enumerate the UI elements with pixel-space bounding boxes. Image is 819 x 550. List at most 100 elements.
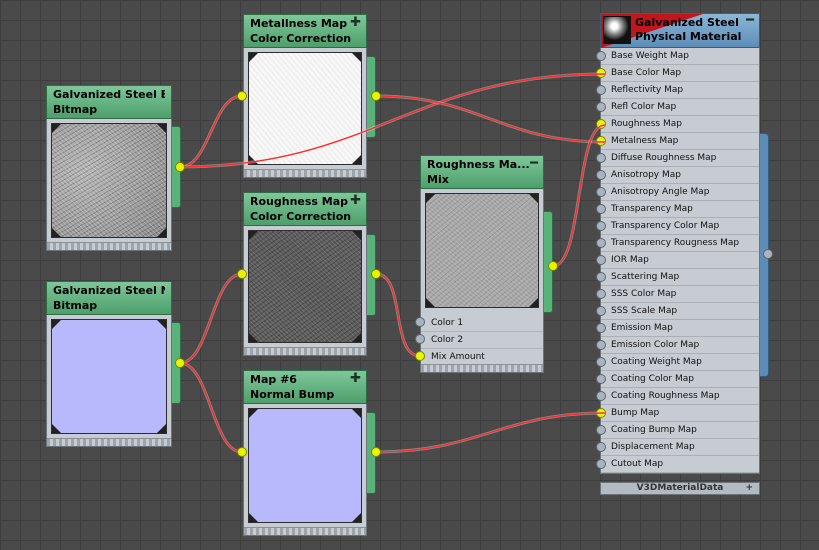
node-body bbox=[46, 119, 172, 251]
node-header[interactable]: Metallness Map Color Correction ✚ bbox=[243, 14, 367, 48]
node-header[interactable]: Galvanized Steel B... Bitmap bbox=[46, 85, 172, 119]
normal-bump-node[interactable]: Map #6 Normal Bump ✚ bbox=[243, 370, 367, 536]
input-label: Color 2 bbox=[431, 335, 464, 345]
slot-input-socket[interactable] bbox=[596, 119, 606, 129]
material-slot[interactable]: Anisotropy Map bbox=[596, 167, 759, 184]
expand-icon[interactable]: ✚ bbox=[350, 371, 361, 386]
slot-label: Anisotropy Map bbox=[611, 170, 681, 180]
material-slot[interactable]: Refl Color Map bbox=[596, 99, 759, 116]
material-slot[interactable]: Emission Color Map bbox=[596, 337, 759, 354]
input-socket[interactable] bbox=[415, 351, 425, 361]
material-slot[interactable]: Coating Bump Map bbox=[596, 422, 759, 439]
material-slot[interactable]: SSS Scale Map bbox=[596, 303, 759, 320]
slot-input-socket[interactable] bbox=[596, 408, 606, 418]
output-socket[interactable] bbox=[175, 162, 185, 172]
material-slot[interactable]: Metalness Map bbox=[596, 133, 759, 150]
material-header[interactable]: Galvanized Steel Physical Material ━ bbox=[600, 13, 760, 48]
mix-input-color-2[interactable]: Color 2 bbox=[421, 332, 543, 349]
material-slot[interactable]: Coating Roughness Map bbox=[596, 388, 759, 405]
expand-icon[interactable]: ✚ bbox=[350, 15, 361, 30]
input-socket[interactable] bbox=[237, 91, 247, 101]
output-socket[interactable] bbox=[371, 269, 381, 279]
material-slot[interactable]: Transparency Color Map bbox=[596, 218, 759, 235]
output-socket[interactable] bbox=[548, 261, 558, 271]
material-footer[interactable]: V3DMaterialData + bbox=[600, 482, 760, 495]
slot-input-socket[interactable] bbox=[596, 289, 606, 299]
slot-input-socket[interactable] bbox=[596, 391, 606, 401]
input-socket[interactable] bbox=[237, 447, 247, 457]
bitmap-base-color-node[interactable]: Galvanized Steel B... Bitmap bbox=[46, 85, 172, 251]
material-slot[interactable]: Base Color Map bbox=[596, 65, 759, 82]
material-slot[interactable]: IOR Map bbox=[596, 252, 759, 269]
slot-input-socket[interactable] bbox=[596, 272, 606, 282]
material-slot[interactable]: Coating Color Map bbox=[596, 371, 759, 388]
material-slot[interactable]: Transparency Rougness Map bbox=[596, 235, 759, 252]
collapse-icon[interactable]: ━ bbox=[746, 13, 754, 28]
physical-material-node[interactable]: Galvanized Steel Physical Material ━ Bas… bbox=[596, 13, 760, 495]
roughness-mix-node[interactable]: Roughness Ma... Mix ━ Color 1 Color 2 Mi… bbox=[420, 155, 544, 373]
material-slot[interactable]: Roughness Map bbox=[596, 116, 759, 133]
wire[interactable] bbox=[179, 362, 243, 453]
metalness-color-correction-node[interactable]: Metallness Map Color Correction ✚ bbox=[243, 14, 367, 178]
output-socket[interactable] bbox=[175, 358, 185, 368]
material-slot[interactable]: Emission Map bbox=[596, 320, 759, 337]
slot-input-socket[interactable] bbox=[596, 323, 606, 333]
material-slot[interactable]: Diffuse Roughness Map bbox=[596, 150, 759, 167]
slot-input-socket[interactable] bbox=[596, 306, 606, 316]
wire[interactable] bbox=[375, 273, 421, 357]
slot-input-socket[interactable] bbox=[596, 68, 606, 78]
node-body bbox=[46, 315, 172, 447]
slot-input-socket[interactable] bbox=[596, 374, 606, 384]
material-slot[interactable]: SSS Color Map bbox=[596, 286, 759, 303]
material-slot[interactable]: Scattering Map bbox=[596, 269, 759, 286]
slot-input-socket[interactable] bbox=[596, 255, 606, 265]
node-subtitle: Bitmap bbox=[53, 299, 98, 312]
material-slot[interactable]: Bump Map bbox=[596, 405, 759, 422]
input-label: Color 1 bbox=[431, 318, 464, 328]
slot-input-socket[interactable] bbox=[596, 85, 606, 95]
slot-input-socket[interactable] bbox=[596, 153, 606, 163]
node-title: Galvanized Steel N... bbox=[53, 284, 165, 297]
input-socket[interactable] bbox=[237, 269, 247, 279]
node-header[interactable]: Roughness Map Color Correction ✚ bbox=[243, 192, 367, 226]
material-output-socket[interactable] bbox=[763, 249, 773, 259]
node-subtitle: Bitmap bbox=[53, 103, 98, 116]
output-socket[interactable] bbox=[371, 91, 381, 101]
collapse-icon[interactable]: ━ bbox=[530, 156, 538, 171]
node-header[interactable]: Galvanized Steel N... Bitmap bbox=[46, 281, 172, 315]
material-slot[interactable]: Anisotropy Angle Map bbox=[596, 184, 759, 201]
input-socket[interactable] bbox=[415, 334, 425, 344]
wire[interactable] bbox=[179, 273, 243, 364]
material-slot[interactable]: Cutout Map bbox=[596, 456, 759, 473]
bitmap-normal-node[interactable]: Galvanized Steel N... Bitmap bbox=[46, 281, 172, 447]
slot-input-socket[interactable] bbox=[596, 357, 606, 367]
roughness-color-correction-node[interactable]: Roughness Map Color Correction ✚ bbox=[243, 192, 367, 356]
node-header[interactable]: Roughness Ma... Mix ━ bbox=[420, 155, 544, 189]
node-header[interactable]: Map #6 Normal Bump ✚ bbox=[243, 370, 367, 404]
output-socket[interactable] bbox=[371, 447, 381, 457]
input-socket[interactable] bbox=[415, 317, 425, 327]
material-slot[interactable]: Reflectivity Map bbox=[596, 82, 759, 99]
slot-input-socket[interactable] bbox=[596, 221, 606, 231]
slot-input-socket[interactable] bbox=[596, 238, 606, 248]
wire[interactable] bbox=[375, 95, 606, 143]
slot-input-socket[interactable] bbox=[596, 204, 606, 214]
wire[interactable] bbox=[179, 95, 243, 168]
slot-input-socket[interactable] bbox=[596, 187, 606, 197]
material-slot[interactable]: Base Weight Map bbox=[596, 48, 759, 65]
slot-input-socket[interactable] bbox=[596, 136, 606, 146]
material-slot[interactable]: Displacement Map bbox=[596, 439, 759, 456]
expand-icon[interactable]: ✚ bbox=[350, 193, 361, 208]
material-slot[interactable]: Coating Weight Map bbox=[596, 354, 759, 371]
slot-input-socket[interactable] bbox=[596, 459, 606, 469]
slot-input-socket[interactable] bbox=[596, 170, 606, 180]
slot-input-socket[interactable] bbox=[596, 102, 606, 112]
slot-input-socket[interactable] bbox=[596, 425, 606, 435]
expand-icon[interactable]: + bbox=[745, 483, 753, 493]
wire[interactable] bbox=[375, 412, 606, 453]
material-slot[interactable]: Transparency Map bbox=[596, 201, 759, 218]
mix-input-color-1[interactable]: Color 1 bbox=[421, 315, 543, 332]
slot-input-socket[interactable] bbox=[596, 442, 606, 452]
slot-input-socket[interactable] bbox=[596, 340, 606, 350]
slot-input-socket[interactable] bbox=[596, 51, 606, 61]
